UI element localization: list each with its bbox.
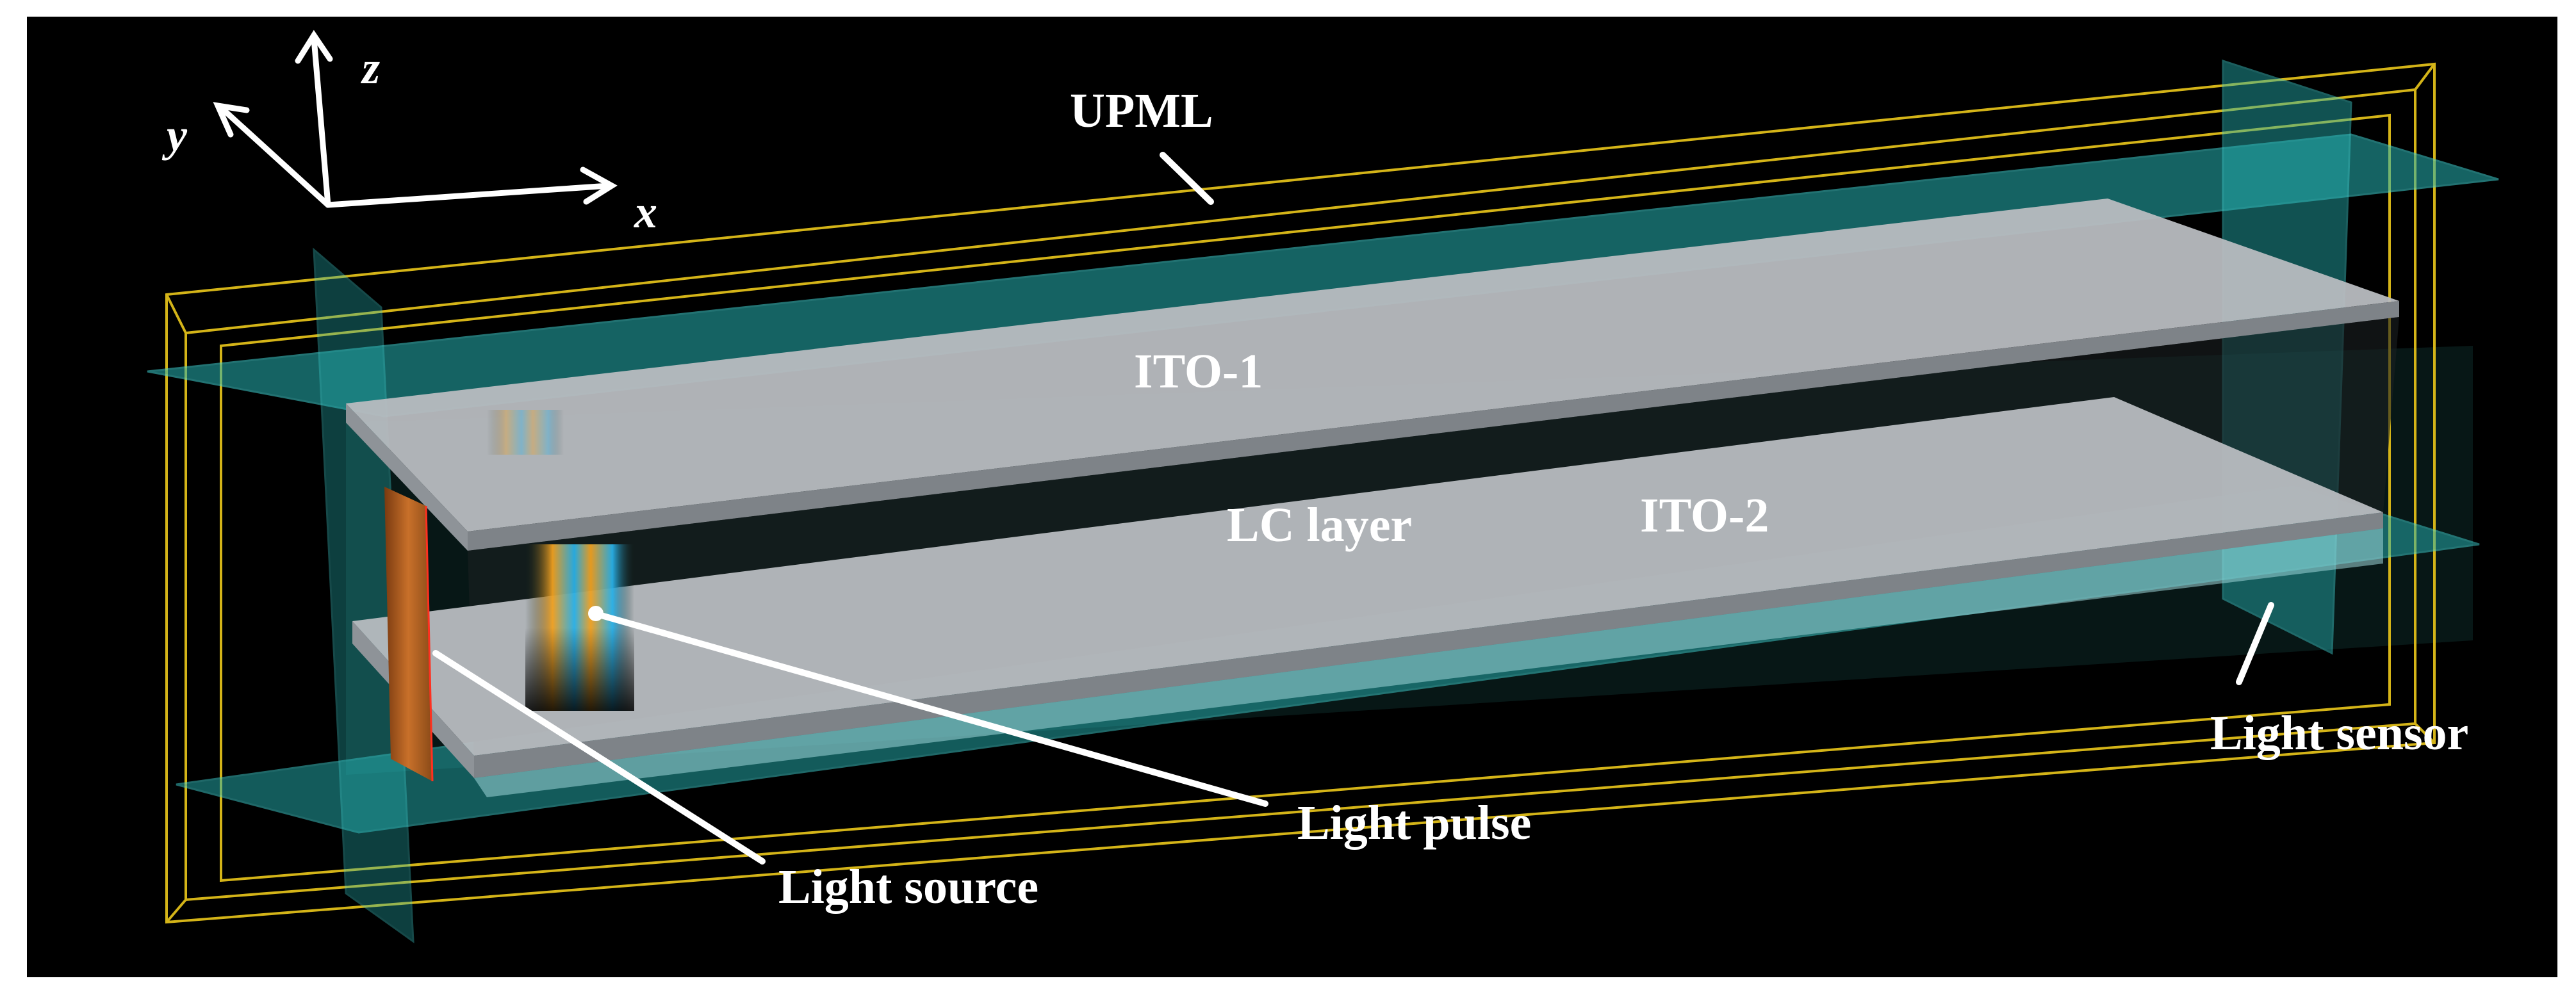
light-pulse-leader [596,612,1268,807]
x-axis-label: x [634,186,657,238]
light-source-slab [384,487,432,781]
lc-layer-label: LC layer [1227,498,1412,552]
axis-triad [213,29,618,208]
z-axis-label: z [360,42,380,93]
z-axis-arrowhead [295,29,333,64]
ito2-substrate [474,528,2383,797]
light-source-edge [425,505,434,782]
ito1-label: ITO-1 [1134,345,1263,398]
light-source-label: Light source [778,860,1038,914]
light-pulse-marker [588,606,603,621]
x-axis-arrowhead [580,166,618,205]
upml-label: UPML [1070,84,1213,138]
z-axis-line [311,35,331,208]
y-axis-line [218,104,331,208]
light-sensor-label: Light sensor [2210,706,2468,760]
upml-leader [1160,152,1214,205]
left-boundary-plane [313,247,414,944]
light-sensor-leader [2236,602,2274,685]
ito1-plate [346,199,2399,551]
light-pulse-label: Light pulse [1297,796,1531,850]
leader-lines [432,152,2274,865]
top-boundary-plane [147,133,2499,418]
y-axis-arrowhead [213,102,250,138]
light-pulse [487,410,634,711]
x-axis-line [325,183,612,208]
light-source-leader [432,650,766,865]
ito2-label: ITO-2 [1640,489,1769,542]
upml-frame [165,62,2436,924]
